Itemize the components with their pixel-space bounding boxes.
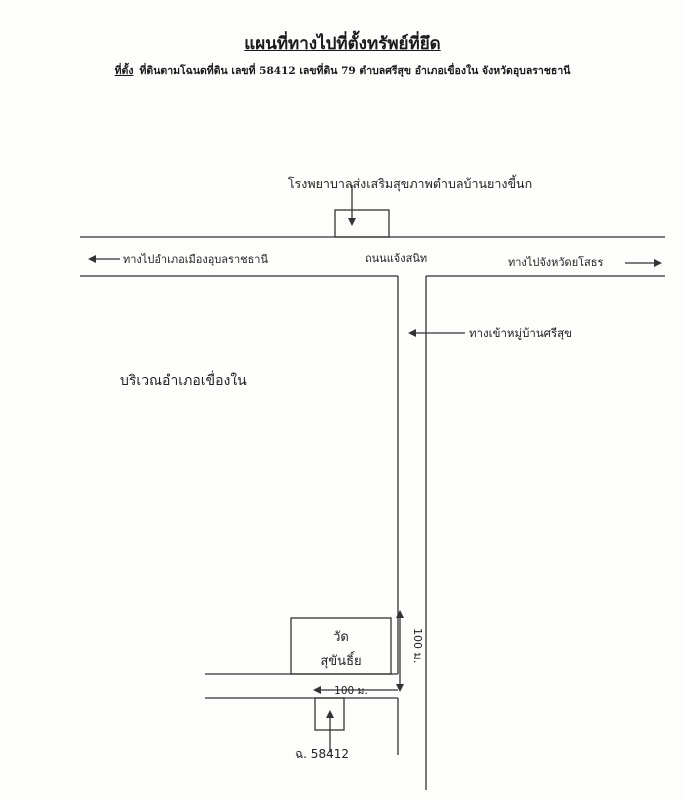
arrowhead-up-icon — [396, 610, 404, 618]
temple-plot — [290, 617, 392, 675]
arrowhead-right-icon — [654, 259, 662, 267]
location-label: ที่ตั้ง — [114, 65, 134, 77]
road-name-label: ถนนแจ้งสนิท — [365, 252, 427, 265]
arrowhead-up-icon — [326, 710, 334, 718]
parcel-label: ฉ. 58412 — [295, 747, 349, 761]
temple-label-line1: วัด — [333, 630, 349, 645]
distance-vertical-label: 100 ม. — [411, 628, 424, 663]
location-subtitle: ที่ตั้ง ที่ดินตามโฉนดที่ดิน เลขที่ 58412 … — [0, 62, 685, 79]
arrowhead-left-icon — [408, 329, 416, 337]
arrowhead-down-icon — [348, 218, 356, 226]
to-yasothon-label: ทางไปจังหวัดยโสธร — [508, 255, 603, 269]
arrowhead-down-icon — [396, 684, 404, 692]
district-area-label: บริเวณอำเภอเขื่องใน — [120, 371, 247, 389]
hospital-label: โรงพยาบาลส่งเสริมสุขภาพตำบลบ้านยางขี้นก — [288, 174, 532, 192]
page-title: แผนที่ทางไปที่ตั้งทรัพย์ที่ยึด — [244, 34, 441, 54]
hospital-building — [334, 209, 390, 238]
to-village-label: ทางเข้าหมู่บ้านศรีสุข — [469, 326, 572, 340]
arrowhead-left-icon — [313, 686, 321, 694]
to-ubon-label: ทางไปอำเภอเมืองอุบลราชธานี — [123, 253, 268, 266]
distance-horizontal-label: 100 ม. — [334, 685, 368, 697]
arrowhead-left-icon — [88, 255, 96, 263]
location-text: ที่ดินตามโฉนดที่ดิน เลขที่ 58412 เลขที่ด… — [139, 65, 571, 77]
temple-label-line2: สุขันธิ์ย — [320, 651, 361, 669]
